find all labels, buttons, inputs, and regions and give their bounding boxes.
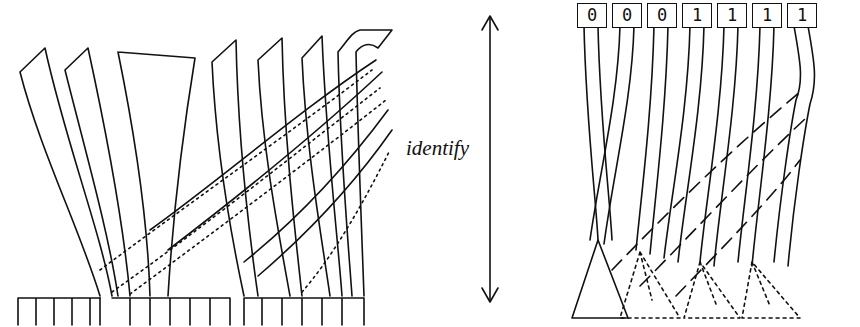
bit-box: 0: [577, 3, 607, 28]
bit-box: 1: [787, 3, 817, 28]
right-triangles: [572, 240, 800, 318]
bit-box: 0: [612, 3, 642, 28]
bit-value: 0: [587, 7, 597, 24]
bit-value: 1: [727, 7, 737, 24]
bit-value: 1: [762, 7, 772, 24]
bit-value: 1: [797, 7, 807, 24]
bit-value: 1: [692, 7, 702, 24]
bit-box: 1: [752, 3, 782, 28]
right-strands: [584, 26, 814, 266]
identify-arrow: [482, 16, 498, 302]
left-ribbons: [20, 30, 392, 296]
left-crossings: [100, 60, 392, 294]
annotation-label: identify: [404, 136, 471, 161]
left-combs: [18, 298, 364, 325]
right-crossings: [612, 92, 806, 296]
bit-value: 0: [622, 7, 632, 24]
bit-value: 0: [657, 7, 667, 24]
bit-box: 0: [647, 3, 677, 28]
bit-box: 1: [717, 3, 747, 28]
bit-box: 1: [682, 3, 712, 28]
